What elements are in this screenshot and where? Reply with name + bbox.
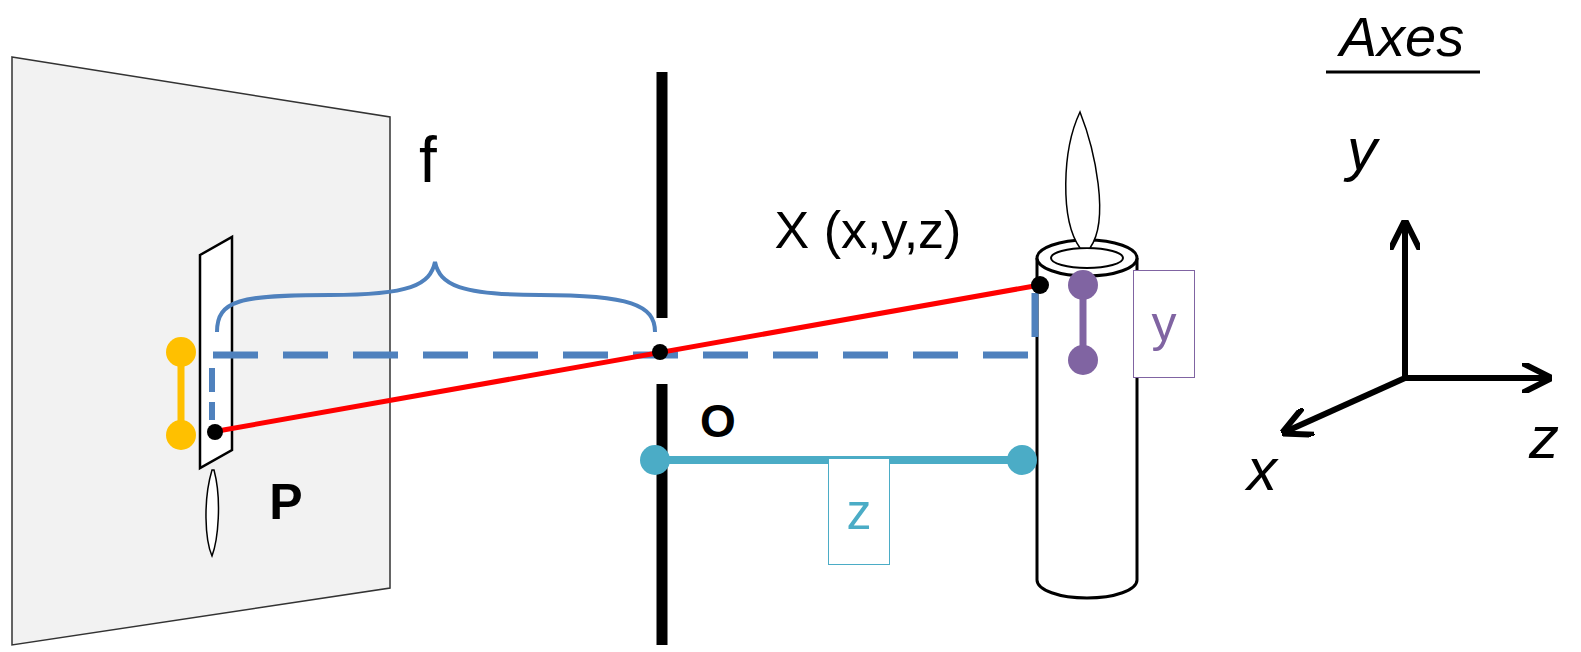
optical-axis [213, 293, 1035, 355]
box-text: z [847, 487, 872, 537]
object-point [1031, 276, 1049, 294]
focal-length-label: f [419, 128, 437, 192]
image-y-marker [166, 337, 196, 450]
axis-label: y [1347, 120, 1377, 180]
axis-label: z [1529, 408, 1559, 468]
value-box: z [828, 458, 890, 565]
pinhole-label: O [700, 398, 736, 444]
axes-underline [1326, 71, 1480, 74]
box-text: y [1152, 299, 1177, 349]
image-point [207, 424, 223, 440]
pinhole-point [652, 344, 668, 360]
inverted-flame [206, 470, 219, 556]
image-height-dash [209, 368, 215, 420]
axes-title: Axes [1340, 9, 1465, 65]
axis-label: x [1247, 440, 1277, 500]
object-point-label: X (x,y,z) [775, 204, 962, 256]
barrier [657, 384, 668, 645]
barrier [657, 72, 668, 318]
value-box: y [1133, 270, 1195, 378]
light-ray [212, 285, 1040, 432]
axes-symbol [1287, 226, 1546, 431]
image-point-label: P [269, 477, 302, 527]
image-plane [12, 57, 390, 645]
candle [1037, 112, 1137, 598]
object-y-marker [1068, 270, 1098, 375]
focal-brace [217, 262, 655, 332]
